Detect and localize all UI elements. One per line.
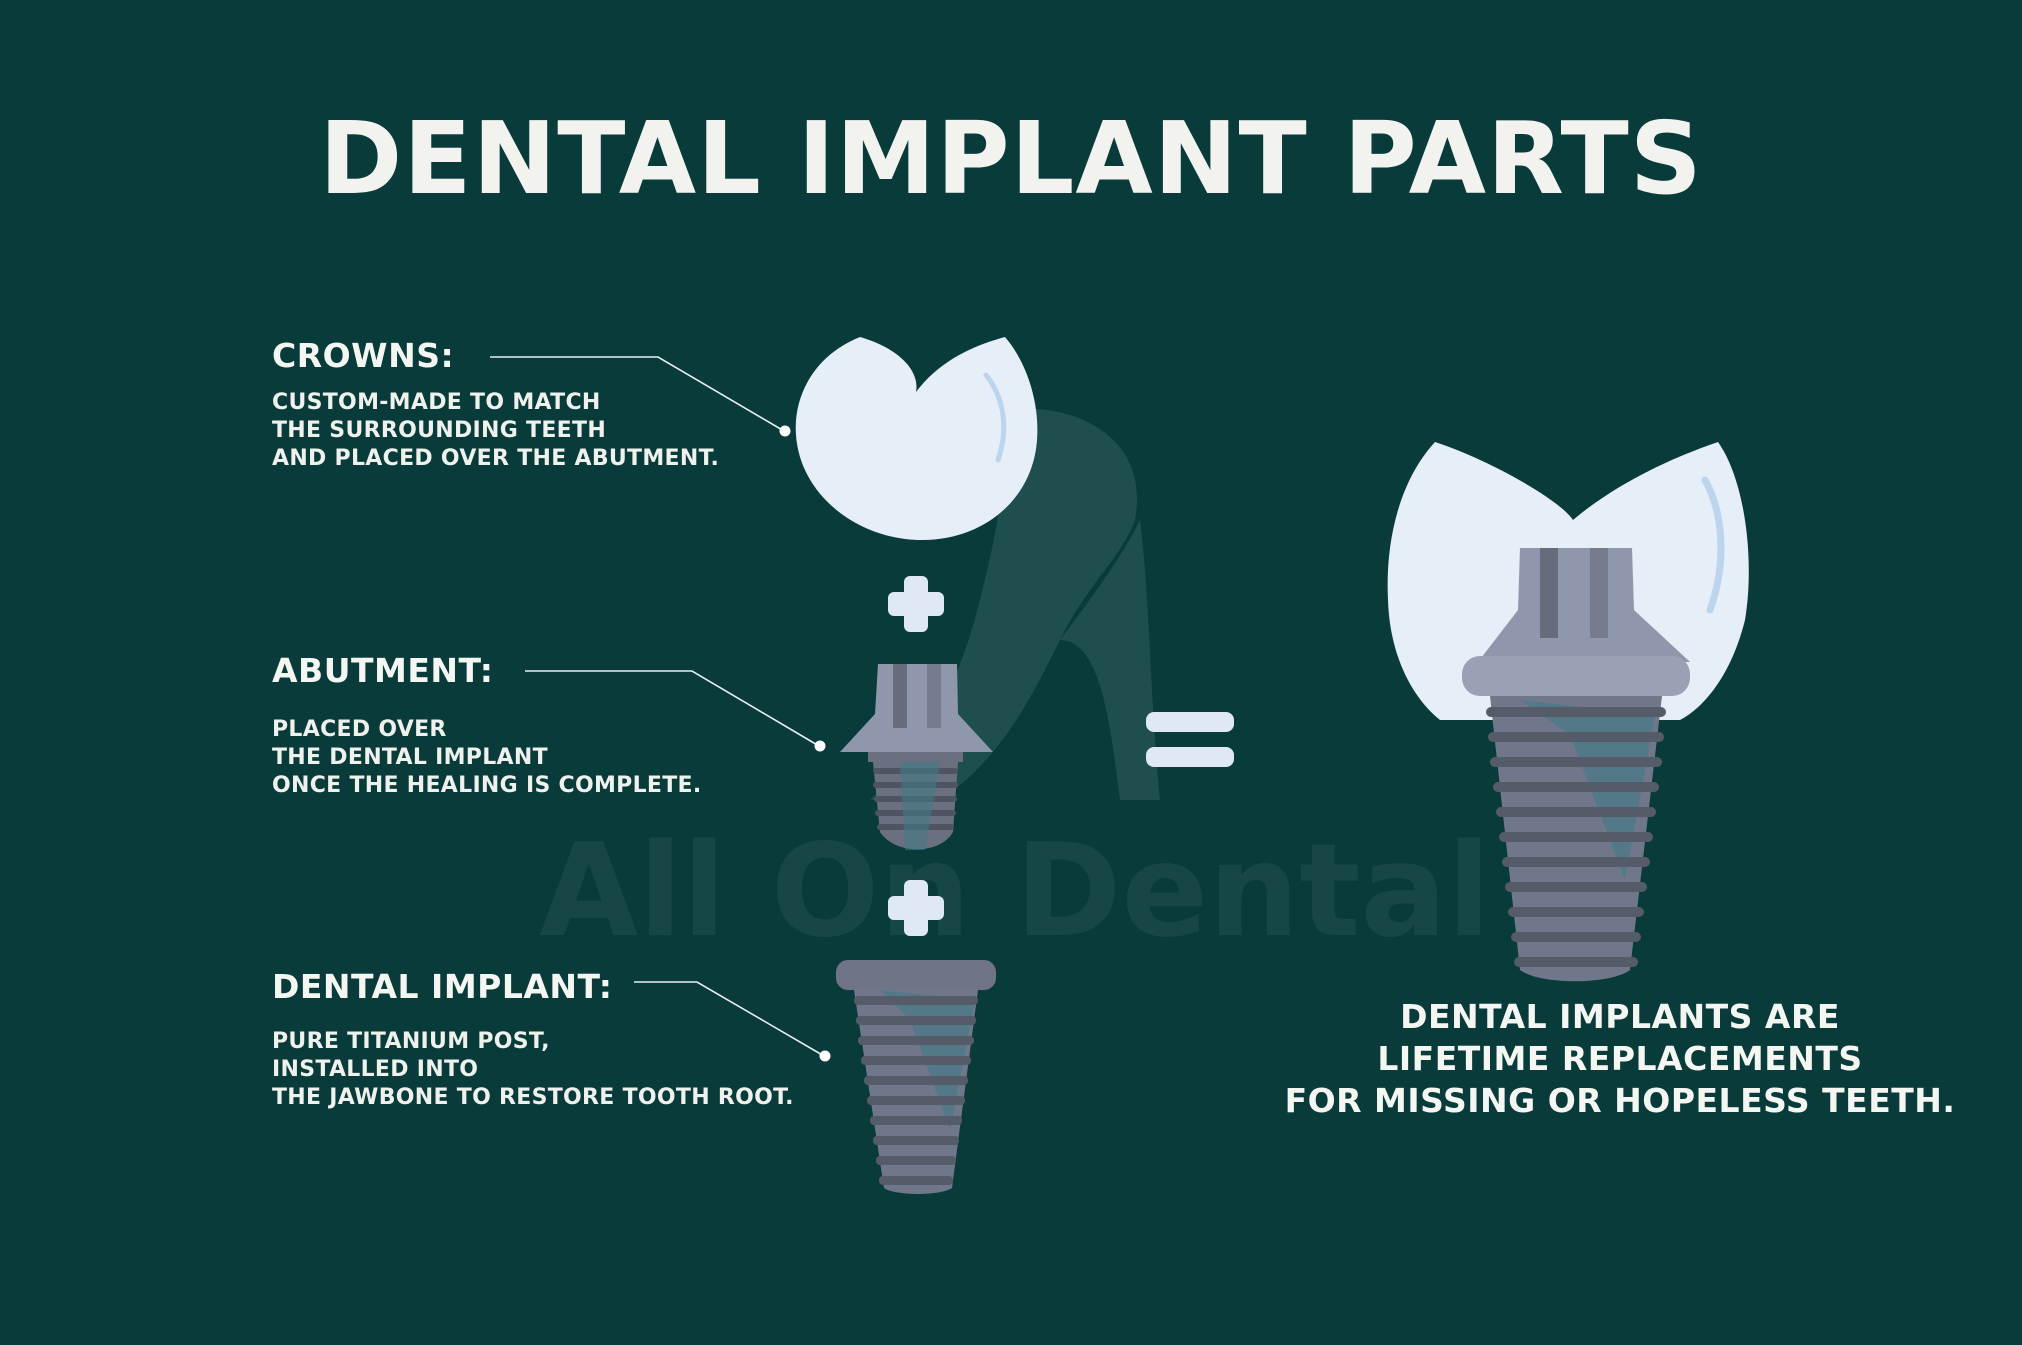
crown-icon	[795, 337, 1038, 540]
abutment-desc-line-2: THE DENTAL IMPLANT	[272, 745, 548, 770]
crowns-label: CROWNS: CUSTOM-MADE TO MATCH THE SURROUN…	[272, 336, 719, 473]
watermark-text: All On Dental	[539, 817, 1491, 966]
plus-icon-2	[888, 880, 944, 936]
crowns-desc-line-1: CUSTOM-MADE TO MATCH	[272, 390, 601, 415]
implant-heading: DENTAL IMPLANT:	[272, 967, 613, 1006]
summary-line-2: LIFETIME REPLACEMENTS	[1377, 1039, 1863, 1078]
abutment-desc-line-3: ONCE THE HEALING IS COMPLETE.	[272, 773, 702, 798]
implant-icon	[836, 960, 996, 1194]
summary-text: DENTAL IMPLANTS ARE LIFETIME REPLACEMENT…	[1270, 996, 1970, 1122]
assembled-implant-icon	[1387, 442, 1749, 982]
crowns-leader-line	[490, 356, 785, 432]
crowns-heading: CROWNS:	[272, 336, 455, 375]
plus-icon-1	[888, 576, 944, 632]
implant-label: DENTAL IMPLANT: PURE TITANIUM POST, INST…	[272, 967, 794, 1112]
implant-desc-line-1: PURE TITANIUM POST,	[272, 1029, 550, 1054]
assembled-implant-threads	[1486, 707, 1666, 967]
implant-threads	[854, 996, 978, 1185]
abutment-desc-line-1: PLACED OVER	[272, 717, 447, 742]
abutment-icon	[840, 664, 993, 850]
crowns-leader-dot	[779, 425, 791, 437]
abutment-label: ABUTMENT: PLACED OVER THE DENTAL IMPLANT…	[272, 651, 702, 800]
summary-line-1: DENTAL IMPLANTS ARE	[1400, 997, 1840, 1036]
equals-icon	[1146, 712, 1234, 767]
crowns-desc-line-2: THE SURROUNDING TEETH	[272, 418, 607, 443]
implant-desc-line-3: THE JAWBONE TO RESTORE TOOTH ROOT.	[272, 1085, 794, 1110]
leader-lines	[490, 356, 825, 1057]
leader-dots	[779, 425, 831, 1062]
implant-leader-dot	[819, 1050, 831, 1062]
plus-symbols	[888, 576, 944, 936]
watermark-logo-icon	[870, 408, 1160, 800]
implant-leader-line	[634, 981, 825, 1057]
abutment-heading: ABUTMENT:	[272, 651, 494, 690]
crowns-desc-line-3: AND PLACED OVER THE ABUTMENT.	[272, 446, 720, 471]
implant-desc-line-2: INSTALLED INTO	[272, 1057, 479, 1082]
abutment-leader-line	[525, 670, 820, 747]
abutment-leader-dot	[814, 740, 826, 752]
page-title: DENTAL IMPLANT PARTS	[319, 100, 1703, 217]
summary-line-3: FOR MISSING OR HOPELESS TEETH.	[1284, 1081, 1956, 1120]
